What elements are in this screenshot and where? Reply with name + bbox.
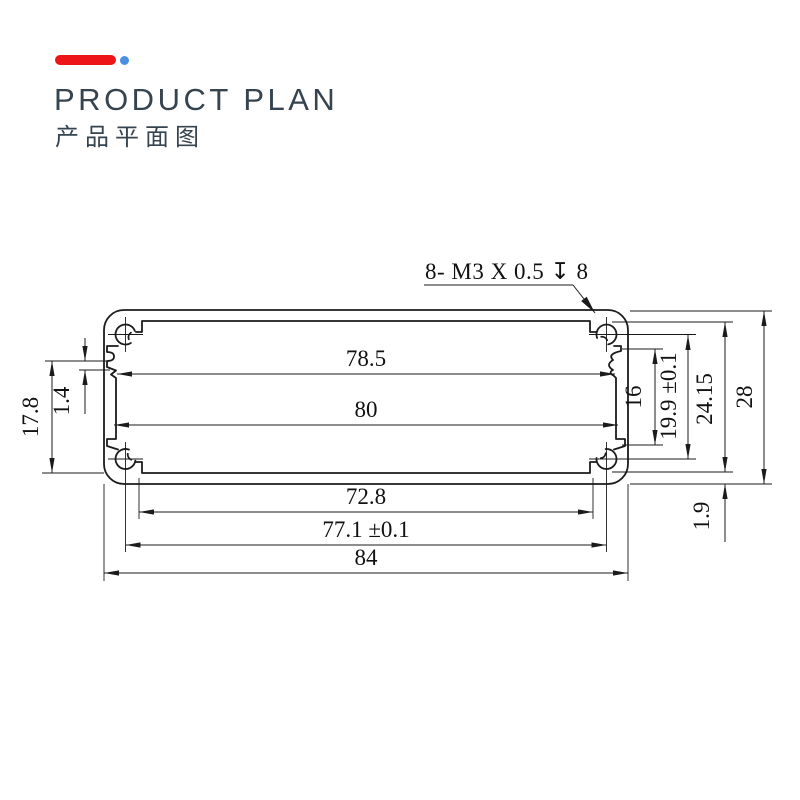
dim-label-hole-spacing: 77.1 ±0.1	[322, 517, 409, 542]
page-subtitle: 产品平面图	[55, 124, 205, 151]
page-title: PRODUCT PLAN	[54, 82, 339, 117]
dim-label-inner-top-width: 78.5	[346, 346, 386, 371]
left-inner-wall	[106, 345, 119, 451]
outer-shell	[103, 309, 629, 485]
blue-accent-dot	[120, 56, 129, 65]
inner-top-wall	[135, 320, 597, 333]
boss-centerlines	[108, 317, 696, 552]
dim-label-hole-row-spacing: 19.9 ±0.1	[656, 352, 681, 439]
extrusion-profile-outline	[103, 309, 629, 485]
dim-label-overall-height: 28	[732, 386, 757, 409]
dim-label-lip-thickness: 1.4	[49, 386, 74, 415]
dim-label-inner-height: 24.15	[692, 373, 717, 425]
dim-label-bottom-wall: 1.9	[689, 502, 714, 531]
screw-boss-bottom-left	[110, 445, 139, 474]
dimension-labels: 78.5 80 72.8 77.1 ±0.1 84 17.8 1.4 16 19…	[18, 346, 757, 570]
annotation-leader-arrow	[572, 284, 596, 314]
dim-label-overall-width: 84	[355, 545, 379, 570]
dim-label-inner-width: 80	[355, 397, 378, 422]
screw-boss-top-right	[593, 319, 622, 348]
thread-callout-text: 8- M3 X 0.5 ↧ 8	[425, 259, 589, 284]
dim-label-bottom-groove-width: 72.8	[346, 484, 386, 509]
page-header: PRODUCT PLAN 产品平面图	[0, 0, 800, 160]
thread-annotation: 8- M3 X 0.5 ↧ 8	[424, 259, 596, 314]
inner-bottom-wall	[135, 461, 597, 474]
screw-boss-bottom-right	[593, 445, 622, 475]
red-accent-bar	[55, 55, 116, 65]
dimension-lines	[49, 311, 767, 576]
dim-label-slot-height: 16	[621, 386, 646, 409]
dim-label-side-inner-height: 17.8	[18, 397, 43, 437]
